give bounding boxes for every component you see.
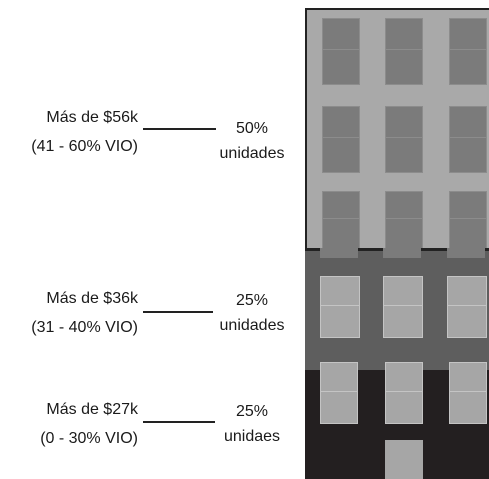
tier-1-vio-range: (41 - 60% VIO) <box>31 138 138 155</box>
tier-3-leader-line <box>143 421 215 423</box>
tier-3-units-word: unidaes <box>223 428 281 445</box>
tier-3-window <box>385 362 423 424</box>
tier-3-window <box>320 362 358 424</box>
tier-2-units-word: unidades <box>219 317 285 334</box>
tier-2-window <box>383 276 423 338</box>
tier-3-vio-range: (0 - 30% VIO) <box>40 430 138 447</box>
tier-2-leader-line <box>143 311 213 313</box>
tier-1-window <box>385 18 423 85</box>
tier-1-window-overflow <box>320 248 358 258</box>
tier-1-window-overflow <box>447 248 485 258</box>
tier-3-floor-band <box>305 362 489 479</box>
tier-1-window <box>449 191 487 249</box>
tier-1-window <box>385 106 423 173</box>
tier-2-share: 25% <box>235 292 269 309</box>
tier-1-window <box>449 18 487 85</box>
tier-1-units-word: unidades <box>219 145 285 162</box>
tier-1-window <box>322 18 360 85</box>
tier-2-window <box>320 276 360 338</box>
tier-1-leader-line <box>143 128 216 130</box>
tier-1-window-overflow <box>383 248 421 258</box>
tier-2-window <box>447 276 487 338</box>
tier-3-window <box>449 362 487 424</box>
tier-1-window <box>322 191 360 249</box>
tier-1-window <box>385 191 423 249</box>
tier-1-income-label: Más de $56k <box>46 109 138 126</box>
tier-2-income-label: Más de $36k <box>46 290 138 307</box>
tier-3-share: 25% <box>235 403 269 420</box>
tier-3-income-label: Más de $27k <box>46 401 138 418</box>
tier-1-window <box>322 106 360 173</box>
tier-1-window <box>449 106 487 173</box>
building-door <box>385 440 423 479</box>
tier-1-floor-band <box>305 8 489 249</box>
tier-2-vio-range: (31 - 40% VIO) <box>31 319 138 336</box>
tier-2-floor-band <box>305 248 489 370</box>
building-illustration <box>305 8 489 479</box>
tier-1-share: 50% <box>235 120 269 137</box>
